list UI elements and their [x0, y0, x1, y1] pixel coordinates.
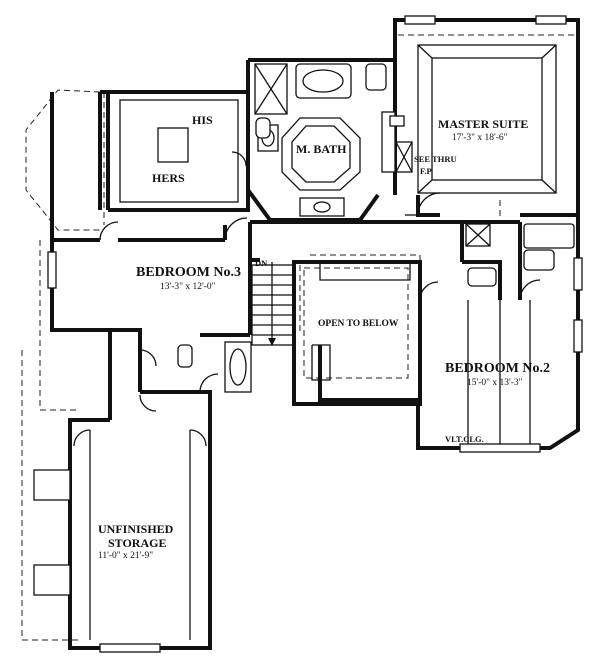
bedroom2-label: BEDROOM No.2	[445, 361, 550, 376]
bedroom2-dims: 15'-0" x 13'-3"	[467, 378, 523, 388]
master-suite	[393, 15, 580, 217]
master-suite-dims: 17'-3" x 18'-6"	[452, 133, 508, 143]
bedroom3-label: BEDROOM No.3	[136, 265, 241, 280]
storage-label-line1: UNFINISHED	[98, 522, 174, 536]
roof-outlines	[21, 34, 575, 641]
his-hers-closet	[100, 90, 271, 212]
unfinished-storage	[33, 328, 212, 653]
bedroom2	[416, 213, 583, 453]
bedroom3	[47, 92, 252, 420]
storage-label-line2: STORAGE	[108, 536, 166, 550]
open-to-below-label: OPEN TO BELOW	[318, 319, 399, 329]
labels: MASTER SUITE 17'-3" x 18'-6" SEE THRU F.…	[98, 113, 550, 561]
hall-stairs	[177, 220, 440, 406]
see-thru-label: SEE THRU	[414, 154, 457, 164]
vlt-clg-label: VLT.CLG.	[445, 434, 484, 444]
master-suite-label: MASTER SUITE	[438, 117, 528, 131]
hers-label: HERS	[152, 171, 185, 185]
his-label: HIS	[192, 113, 213, 127]
bedroom3-dims: 13'-3" x 12'-0"	[160, 282, 216, 292]
m-bath-label: M. BATH	[296, 142, 347, 156]
fp-label: F.P.	[420, 166, 433, 176]
storage-dims: 11'-0" x 21'-9"	[98, 551, 153, 561]
dn-label: DN	[255, 258, 268, 268]
m-bath	[246, 58, 405, 222]
